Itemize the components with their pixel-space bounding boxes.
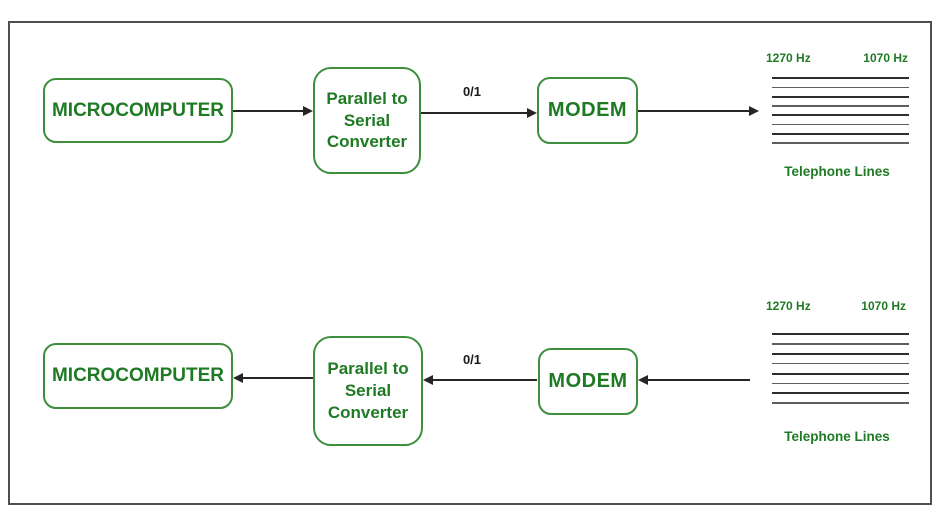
telephone-line [772, 86, 909, 89]
frequency-labels: 1270 Hz 1070 Hz [766, 299, 906, 313]
frequency-label-1270: 1270 Hz [766, 51, 811, 65]
telephone-line [772, 105, 909, 107]
arrow-shaft [243, 377, 313, 379]
arrow-right-head [303, 106, 313, 116]
telephone-line [772, 333, 909, 335]
arrow-shaft [421, 112, 527, 114]
telephone-line [772, 123, 909, 126]
frequency-label-1070: 1070 Hz [861, 299, 906, 313]
converter-label-line1: Parallel to [327, 359, 409, 379]
arrow-right-head [527, 108, 537, 118]
parallel-serial-converter-box: Parallel to Serial Converter [313, 336, 423, 446]
telephone-line [772, 382, 909, 385]
microcomputer-box: MICROCOMPUTER [43, 343, 233, 409]
telephone-lines-caption: Telephone Lines [784, 164, 890, 179]
arrow-left-head [233, 373, 243, 383]
telephone-line [772, 142, 909, 144]
telephone-lines-caption: Telephone Lines [784, 429, 890, 444]
converter-label-line3: Converter [327, 402, 409, 422]
telephone-line [772, 402, 909, 404]
converter-label-line3: Converter [326, 132, 408, 152]
modem-box: MODEM [537, 77, 638, 144]
telephone-line [772, 77, 909, 79]
telephone-line [772, 362, 909, 365]
telephone-line [772, 114, 909, 117]
modem-label: MODEM [547, 99, 628, 121]
converter-label-line1: Parallel to [326, 88, 408, 108]
telephone-lines-group [772, 77, 909, 144]
bit-stream-label: 0/1 [462, 352, 482, 367]
telephone-line [772, 392, 909, 395]
telephone-lines-group [772, 333, 909, 404]
arrow-shaft [648, 379, 750, 381]
converter-label-line2: Serial [344, 381, 392, 401]
arrow-right-head [749, 106, 759, 116]
telephone-line [772, 95, 909, 98]
modem-box: MODEM [538, 348, 638, 415]
modem-label: MODEM [548, 370, 628, 392]
parallel-serial-converter-box: Parallel to Serial Converter [313, 67, 421, 174]
telephone-line [772, 372, 909, 375]
arrow-shaft [638, 110, 749, 112]
arrow-shaft [233, 110, 305, 112]
bit-stream-label: 0/1 [462, 84, 482, 99]
converter-label-line2: Serial [343, 110, 391, 130]
arrow-shaft [433, 379, 537, 381]
telephone-line [772, 343, 909, 345]
frequency-labels: 1270 Hz 1070 Hz [766, 51, 908, 65]
telephone-line [772, 132, 909, 135]
arrow-left-head [423, 375, 433, 385]
telephone-line [772, 352, 909, 355]
frequency-label-1070: 1070 Hz [863, 51, 908, 65]
microcomputer-box: MICROCOMPUTER [43, 78, 233, 143]
microcomputer-label: MICROCOMPUTER [51, 99, 225, 121]
microcomputer-label: MICROCOMPUTER [51, 365, 225, 386]
arrow-left-head [638, 375, 648, 385]
frequency-label-1270: 1270 Hz [766, 299, 811, 313]
